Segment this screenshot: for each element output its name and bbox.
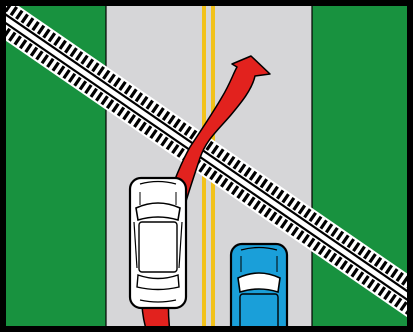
rail-lower — [6, 13, 407, 293]
white-car-side-window-right — [178, 221, 183, 269]
blue-car-roof — [239, 293, 279, 326]
white-car-front-bumper — [139, 180, 177, 185]
rail-upper — [6, 21, 407, 301]
blue-car-windshield — [237, 272, 281, 294]
track-inner-gap — [6, 11, 407, 303]
white-car-top-view-icon — [128, 176, 188, 310]
blue-car-top-view-icon — [229, 242, 289, 326]
white-car-rear-window — [136, 274, 180, 291]
blue-car-front-bumper — [240, 246, 278, 251]
white-car-windshield — [135, 202, 181, 222]
railroad-track-icon — [6, 6, 407, 318]
white-car-side-window-left — [133, 221, 138, 269]
white-car-trunk-line — [139, 299, 177, 303]
white-car-roof — [138, 221, 178, 273]
